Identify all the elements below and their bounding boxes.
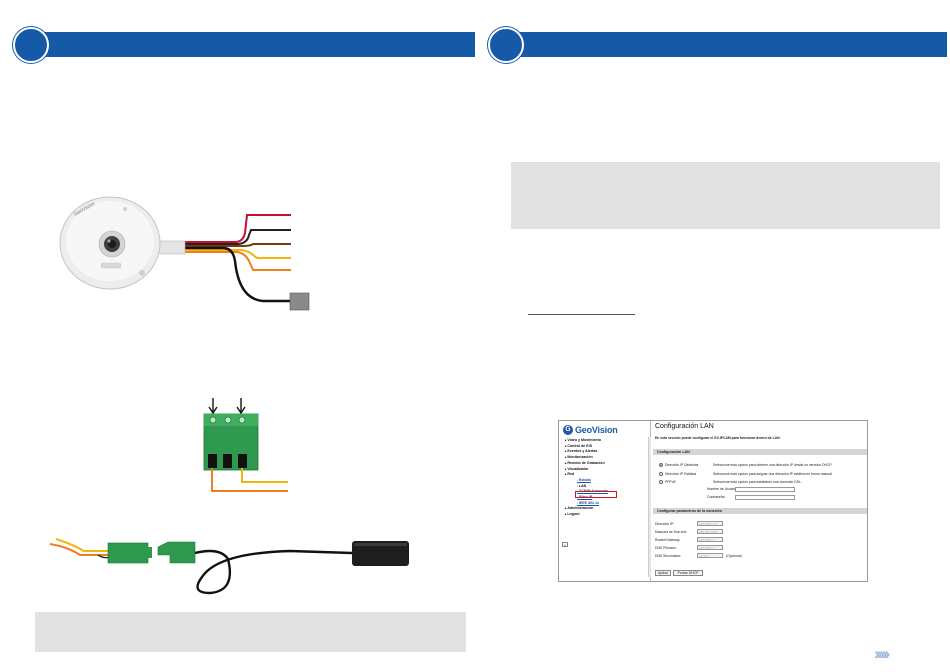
web-nav-item[interactable]: Red [565,472,649,478]
power-adapter-illustration [49,538,409,595]
section-header-bar-left [30,32,475,57]
option-row[interactable]: Dirección IP Dinámica Seleccione esta op… [659,463,832,467]
nav-scrollbar[interactable] [648,437,651,577]
option-label: Dirección IP Estática [665,472,697,476]
section-header-bar-right [504,32,947,57]
terminal-wire-yellow [241,468,288,483]
web-nav-item[interactable]: Estado [565,478,649,484]
web-page-title: Configuración LAN [655,423,714,430]
web-main-panel: Configuración LAN En esta sección puede … [653,421,867,581]
ip-label: Dirección IP: [655,522,675,526]
test-dhcp-button[interactable]: Probar DHCP [673,570,703,576]
terminal-wire-orange [211,468,288,492]
password-input[interactable] [735,495,795,500]
web-nav-item[interactable]: IEEE 802.1x [565,501,649,507]
wire-brown [165,243,291,247]
web-nav-item[interactable]: Visualizador [565,467,649,473]
web-interface-screenshot: G GeoVision Video y MovimientoControl de… [558,420,868,582]
adapter-brick [352,541,409,566]
web-nav-item[interactable]: LAN [565,484,649,490]
step-circle-left [13,27,49,63]
username-input[interactable] [735,487,795,492]
radio-pppoe[interactable] [659,480,663,484]
green-plug-a [107,542,149,564]
wire-red [165,214,291,243]
option-desc: Seleccione esta opción para asignar una … [713,472,833,476]
section-connection-band: Configurar parámetros de la conexión [653,508,867,514]
ip-field[interactable]: 192.168.0.10 [697,521,723,526]
web-nav-item[interactable]: Control de E/S [565,444,649,450]
logo-text: GeoVision [575,425,618,435]
mask-label: Máscara de Sub-red: [655,530,687,534]
note-box-right [511,162,940,229]
optional-note: (Opcional) [726,554,742,558]
web-nav-item[interactable]: Eventos y Alertas [565,449,649,455]
option-row[interactable]: PPPoE Seleccione esta opción para establ… [659,480,802,484]
step-circle-right [488,27,524,63]
dns2-label: DNS Secundario: [655,554,682,558]
lan-cable [165,246,291,303]
note-box-left [35,612,466,652]
camera-illustration: GeoVision [59,196,310,311]
next-page-arrows-icon: ››››› [874,644,890,663]
radio-dynamic-ip[interactable] [659,463,663,467]
password-label: Contraseña [707,495,725,500]
green-plug-b [157,541,196,564]
adapter-cable [194,549,353,595]
mask-field[interactable]: 255.255.255.0 [697,529,723,534]
nav-collapse-icon[interactable]: « [562,542,568,547]
geovision-logo: G GeoVision [563,424,618,436]
dns2-field[interactable]: 0.0.0.0 [697,553,723,558]
web-page-desc: En esta sección puede configurar el GV-I… [655,436,781,440]
apply-button[interactable]: Aplicar [655,570,671,576]
section-lan-band: Configuración LAN [653,449,867,455]
web-nav-item[interactable]: Administración [565,506,649,512]
web-nav-item[interactable]: Logout [565,512,649,518]
terminal-block-illustration [203,398,288,492]
username-row: Nombre de Usuario [707,487,795,492]
geovision-logo-icon: G [563,425,573,435]
gateway-field[interactable]: 192.168.0.1 [697,537,723,542]
wire-orange [165,251,291,271]
option-desc: Seleccione esta opción para obtener una … [713,463,833,467]
option-desc: Seleccione esta opción para establecer u… [713,480,802,484]
web-nav-item[interactable]: Monitorización [565,455,649,461]
web-nav-list: Video y MovimientoControl de E/SEventos … [565,438,649,518]
link-underline [528,314,635,315]
web-nav-panel: G GeoVision Video y MovimientoControl de… [559,421,651,581]
gateway-label: Router/Gateway: [655,538,681,542]
wire-black [165,229,291,245]
dns1-field[interactable]: 192.168.0.1 [697,545,723,550]
option-label: PPPoE [665,480,676,484]
web-nav-item[interactable]: Video y Movimiento [565,438,649,444]
username-label: Nombre de Usuario [707,487,737,492]
web-nav-item[interactable]: Remoto de Grabación [565,461,649,467]
wire-yellow [165,249,291,259]
option-row[interactable]: Dirección IP Estática Seleccione esta op… [659,472,833,476]
password-row: Contraseña [707,495,795,500]
lan-highlight-box [575,491,617,498]
dns1-label: DNS Primario: [655,546,677,550]
lan-connector [289,292,310,311]
radio-static-ip[interactable] [659,472,663,476]
option-label: Dirección IP Dinámica [665,463,699,467]
